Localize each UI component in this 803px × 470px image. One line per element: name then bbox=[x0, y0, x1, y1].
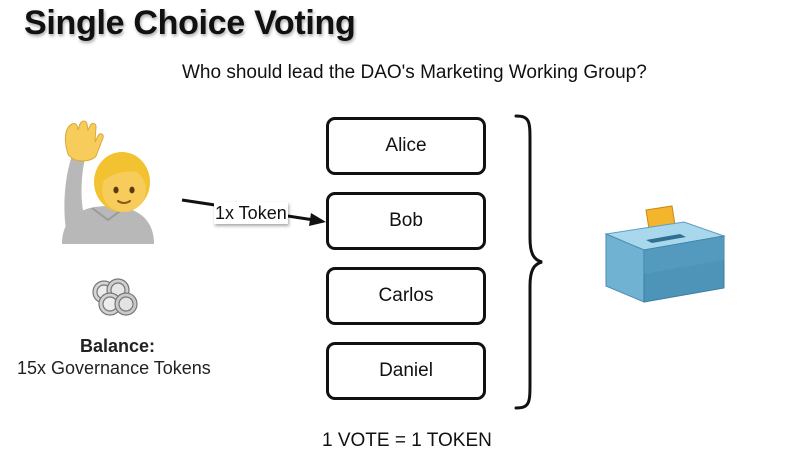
choice-carlos[interactable]: Carlos bbox=[326, 267, 486, 325]
choice-daniel[interactable]: Daniel bbox=[326, 342, 486, 400]
coins-icon bbox=[92, 278, 138, 316]
choice-alice[interactable]: Alice bbox=[326, 117, 486, 175]
page-title: Single Choice Voting bbox=[24, 4, 356, 42]
choice-bob[interactable]: Bob bbox=[326, 192, 486, 250]
balance-value: 15x Governance Tokens bbox=[17, 358, 211, 378]
choices-brace bbox=[514, 114, 543, 410]
question-text: Who should lead the DAO's Marketing Work… bbox=[182, 62, 647, 83]
vote-rule-footer: 1 VOTE = 1 TOKEN bbox=[322, 430, 492, 451]
ballot-box-icon bbox=[604, 205, 726, 303]
balance-title: Balance: bbox=[80, 336, 156, 356]
person-raising-hand-icon bbox=[62, 120, 154, 244]
vote-token-label: 1x Token bbox=[214, 202, 288, 224]
